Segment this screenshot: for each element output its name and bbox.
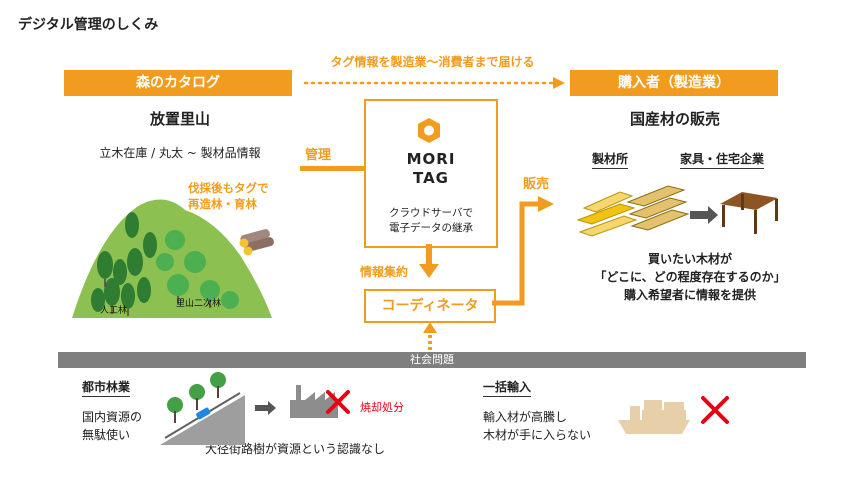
buyer-line2: 「どこに、どの程度存在するのか」 [594,270,786,284]
tag-note: 伐採後もタグで 再造林・育林 [188,180,269,212]
label-hanbai: 販売 [523,177,550,192]
tag-coordinator-arrowhead [419,264,439,278]
forest-subtitle: 立木在庫 / 丸太 ~ 製材品情報 [99,146,261,160]
tag-note-line1: 伐採後もタグで [188,181,269,195]
forest-catalog-bar: 森のカタログ [64,70,292,96]
broadleaf-trees [156,230,239,309]
street-trees-illustration [160,372,245,445]
kanri-line [300,166,364,171]
forest-mountain-illustration: 人工林 里山二次林 [72,199,272,318]
import-line1: 輸入材が高騰し [483,410,568,424]
tag-coordinator-line [426,244,432,266]
tag-note-line2: 再造林・育林 [188,197,257,211]
logs-icon [239,229,274,256]
moritag-name: MORI TAG [366,150,496,188]
tree-trunks [104,279,211,316]
conifer-trees [91,212,157,312]
forest-title: 放置里山 [149,110,210,128]
lumber-planks-icon [576,185,690,237]
cross-mark-burn [326,390,350,414]
satoyama-label: 里山二次林 [176,297,221,309]
buyer-title: 国産材の販売 [629,110,720,128]
label-joho-shuyaku: 情報集約 [360,265,409,279]
social-up-arrowhead [423,322,437,333]
to-incineration-arrow [255,401,276,415]
plantation-label: 人工林 [100,304,127,316]
buyer-bar: 購入者（製造業） [570,70,778,96]
top-arrow-head [553,77,565,89]
sales-arrowhead [538,196,554,212]
bulk-import-title: 一括輸入 [483,378,532,397]
social-issues-bar: 社会問題 [58,352,806,368]
urban-description: 国内資源の 無駄使い [82,408,142,444]
urban-line1: 国内資源の [82,410,143,424]
moritag-name-line1: MORI [406,150,456,168]
cargo-ship-icon [618,400,690,434]
furniture-label: 家具・住宅企業 [680,150,765,169]
label-kanri: 管理 [305,148,332,163]
table-icon [720,192,778,234]
burn-label: 焼却処分 [360,401,404,414]
buyer-line1: 買いたい木材が [647,252,732,266]
buyer-line3: 購入希望者に情報を提供 [623,288,756,302]
factory-icon [290,385,338,418]
street-trees-note: 大径街路樹が資源という認識なし [205,442,386,456]
sales-line [492,201,540,306]
page-title: デジタル管理のしくみ [18,17,159,33]
moritag-desc-line2: 電子データの継承 [389,222,473,234]
urban-forestry-title: 都市林業 [82,378,131,397]
moritag-desc: クラウドサーバで 電子データの継承 [366,206,496,236]
import-description: 輸入材が高騰し 木材が手に入らない [483,408,591,444]
import-line2: 木材が手に入らない [483,428,592,442]
hex-tag-icon [418,118,440,143]
moritag-name-line2: TAG [413,169,449,187]
urban-line2: 無駄使い [82,428,131,442]
top-arrow-label: タグ情報を製造業〜消費者まで届ける [330,55,535,69]
cross-mark-import [701,396,729,424]
moritag-desc-line1: クラウドサーバで [389,207,473,219]
buyer-description: 買いたい木材が 「どこに、どの程度存在するのか」 購入希望者に情報を提供 [550,250,830,304]
sawmill-label: 製材所 [592,150,629,169]
to-furniture-arrow [690,206,718,224]
